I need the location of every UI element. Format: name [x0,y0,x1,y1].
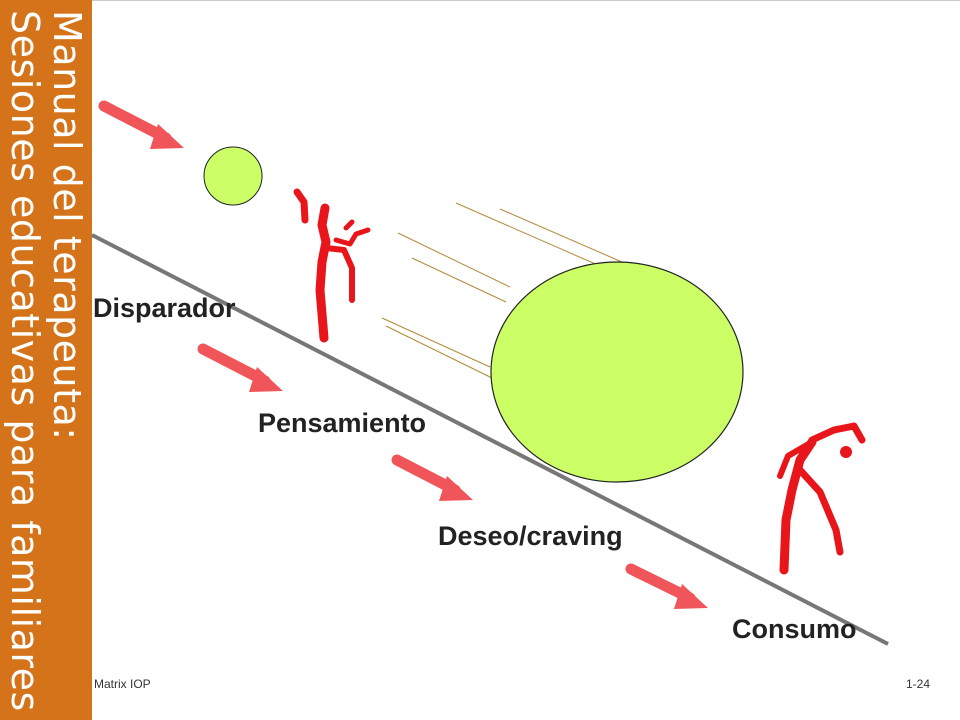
motion-streaks [381,202,623,379]
step-arrows [98,100,708,609]
arrow-2 [197,343,283,392]
motion-streak [381,317,491,368]
step-label-disparador: Disparador [93,293,236,323]
title-sidebar: Manual del terapeuta: Sesiones educativa… [0,0,92,720]
motion-streak [385,325,493,379]
page-number: 1-24 [906,677,931,691]
motion-streak [455,202,601,267]
motion-streak [397,232,511,288]
top-rule [92,0,960,1]
motion-streak [499,208,623,263]
footer-source: Matrix IOP [94,677,151,691]
arrow-3 [391,454,473,501]
running-figure [293,188,371,343]
step-label-consumo: Consumo [732,614,857,644]
small-ball [203,146,263,206]
step-label-deseo-craving: Deseo/craving [438,521,623,551]
stretching-figure [777,422,866,575]
step-label-pensamiento: Pensamiento [258,408,427,438]
arrow-1 [98,100,184,149]
arrow-4 [625,563,708,609]
slope-line [91,233,889,646]
large-ball [490,261,744,483]
motion-streak [411,257,507,303]
